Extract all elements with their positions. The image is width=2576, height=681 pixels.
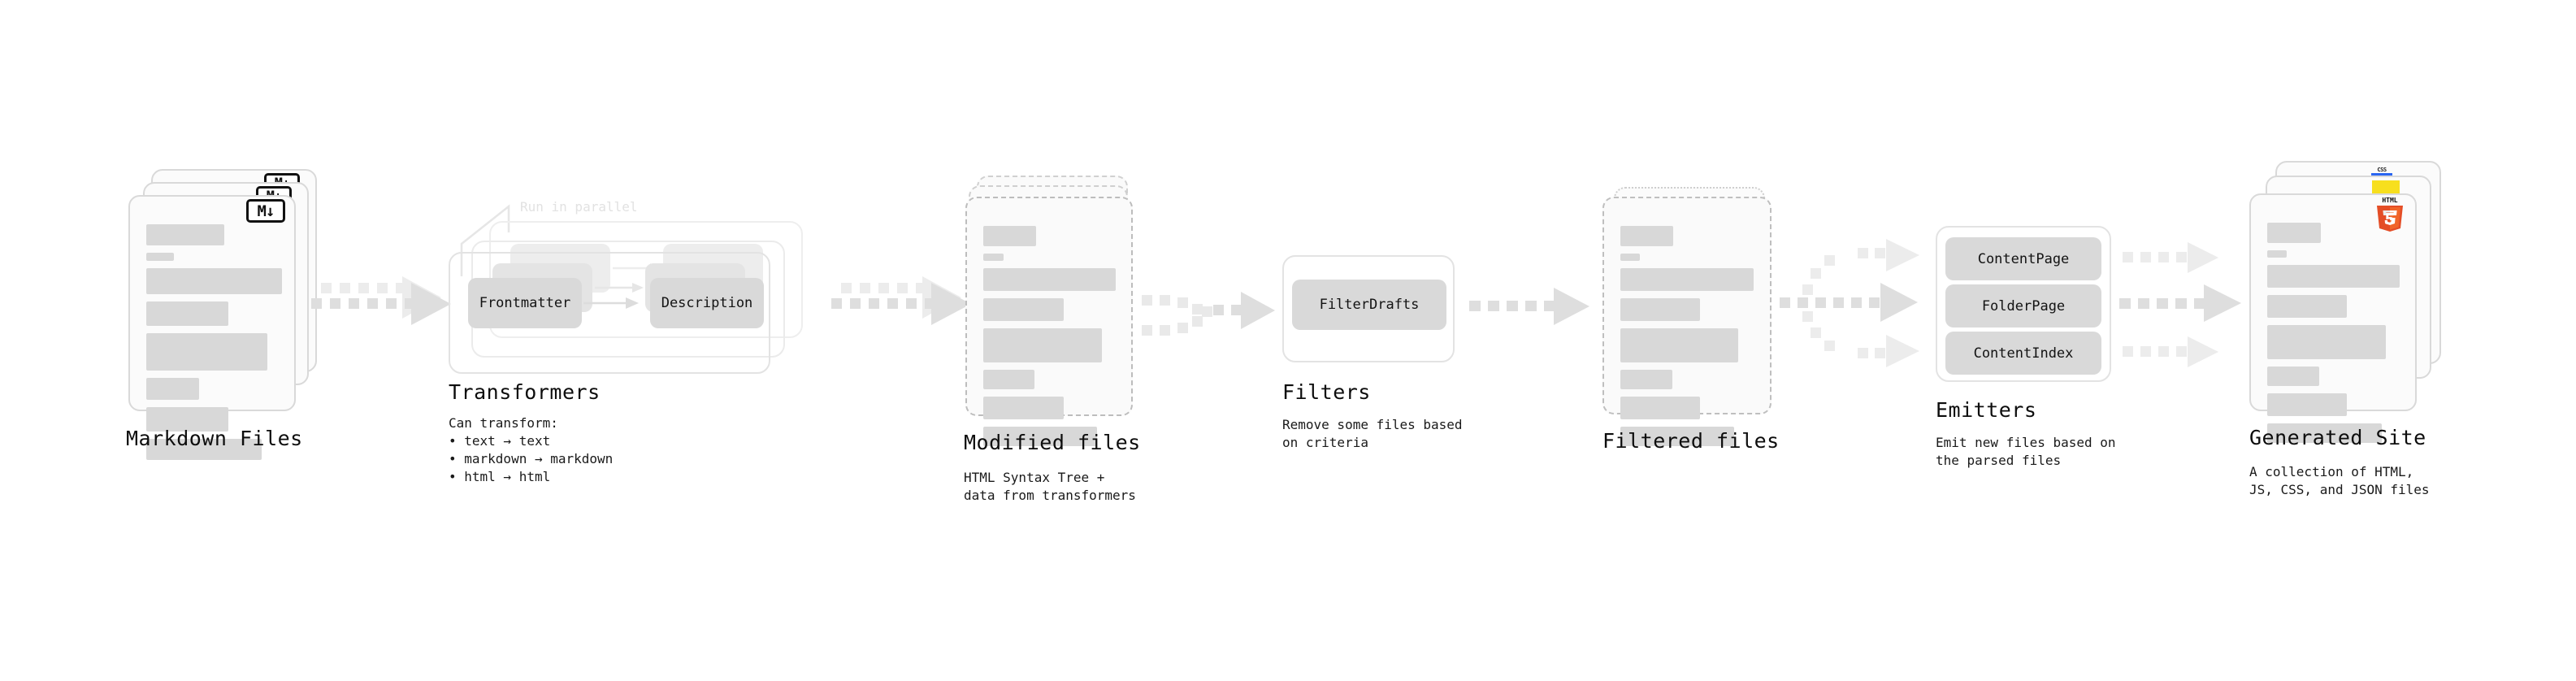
transformer-chip-description[interactable]: Description <box>650 278 764 328</box>
filters-subtitle: Remove some files based on criteria <box>1282 417 1463 450</box>
filtered-files-title: Filtered files <box>1602 429 1780 453</box>
markdown-badge-front: M↓ <box>246 199 285 223</box>
filtered-file-content <box>1620 226 1755 453</box>
emitters-title: Emitters <box>1936 398 2037 422</box>
modified-file-content <box>983 226 1117 453</box>
modified-files-title: Modified files <box>964 431 1141 454</box>
css-icon-label: CSS <box>2377 167 2387 173</box>
svg-text:HTML: HTML <box>2382 197 2397 204</box>
svg-text:5: 5 <box>2384 210 2395 228</box>
html5-icon: HTML 5 <box>2377 197 2403 232</box>
markdown-file-card-front <box>128 195 296 460</box>
transformers-subtitle: Can transform: • text → text • markdown … <box>449 415 614 484</box>
arrow-markdown-to-transformers <box>311 276 451 325</box>
arrow-transformers-to-modified <box>831 276 971 325</box>
arrow-filters-to-filtered <box>1469 288 1589 325</box>
generated-site-card-front <box>2249 193 2417 443</box>
transformer-arrow-front <box>583 297 639 309</box>
filter-chip-filterdrafts[interactable]: FilterDrafts <box>1292 280 1446 330</box>
arrow-filtered-to-emitters-fanout <box>1780 239 1919 367</box>
javascript-icon <box>2372 180 2400 197</box>
emitter-chip-contentindex[interactable]: ContentIndex <box>1945 332 2101 375</box>
filtered-file-card-front <box>1602 197 1772 446</box>
filters-title: Filters <box>1282 380 1371 404</box>
emitter-chip-folderpage[interactable]: FolderPage <box>1945 284 2101 327</box>
arrow-modified-to-filters <box>1142 292 1275 336</box>
transformers-title: Transformers <box>449 380 601 404</box>
emitters-subtitle: Emit new files based on the parsed files <box>1936 435 2116 468</box>
run-in-parallel-bracket <box>460 204 510 276</box>
markdown-file-content <box>146 224 282 467</box>
transformers-box-front <box>449 252 770 374</box>
modified-files-subtitle: HTML Syntax Tree + data from transformer… <box>964 470 1136 503</box>
generated-site-title: Generated Site <box>2249 426 2426 449</box>
emitter-chip-contentpage[interactable]: ContentPage <box>1945 237 2101 280</box>
generated-site-subtitle: A collection of HTML, JS, CSS, and JSON … <box>2249 464 2430 497</box>
generated-site-content <box>2267 223 2400 450</box>
css-icon-bar <box>2371 173 2392 176</box>
markdown-files-title: Markdown Files <box>126 427 303 450</box>
run-in-parallel-label: Run in parallel <box>520 199 638 215</box>
transformer-arrow-mid <box>595 283 644 293</box>
css-icon: CSS <box>2371 167 2392 180</box>
arrow-emitters-to-site <box>2119 242 2241 367</box>
transformer-chip-frontmatter[interactable]: Frontmatter <box>468 278 582 328</box>
modified-file-card-front <box>965 197 1133 446</box>
